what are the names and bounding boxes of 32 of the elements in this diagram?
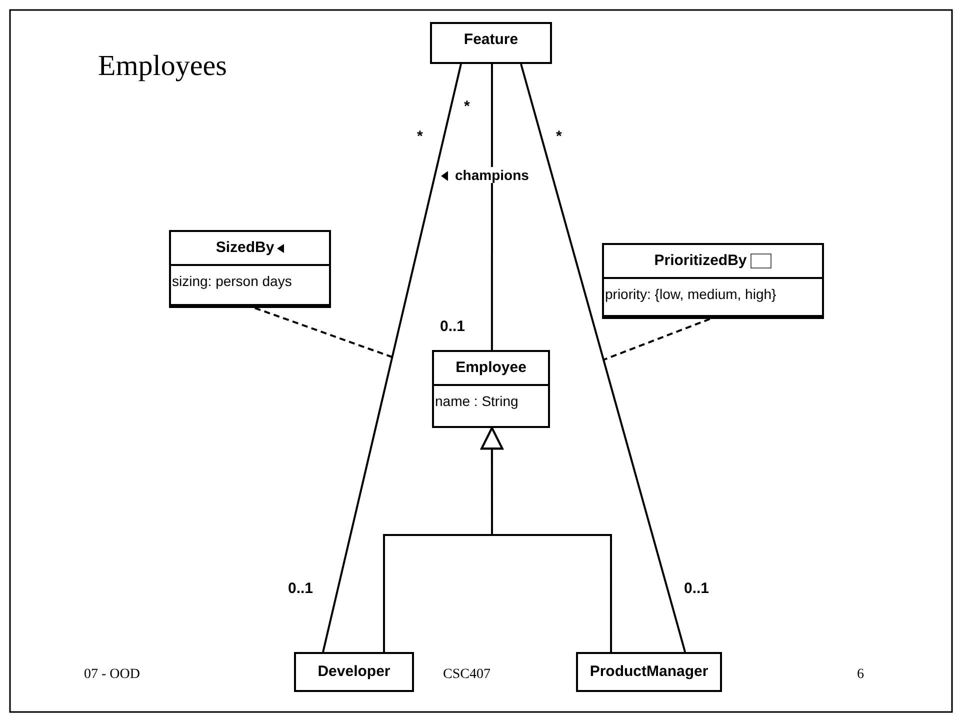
- attribute-text: sizing: person days: [171, 264, 329, 296]
- footer-text: CSC407: [443, 667, 490, 683]
- edge-label: champions: [455, 167, 529, 183]
- class-box: [169, 230, 331, 308]
- class-box: [294, 652, 414, 692]
- multiplicity-label: *: [556, 128, 562, 145]
- association-line: [480, 426, 612, 652]
- slide-title: Employees: [98, 50, 227, 83]
- class-name: ProductManager: [590, 662, 708, 682]
- footer-text: 6: [857, 667, 864, 683]
- class-name: Employee: [456, 358, 526, 378]
- class-box: [602, 243, 824, 319]
- class-name: PrioritizedBy: [654, 251, 747, 271]
- association-line: [322, 64, 462, 652]
- class-name: SizedBy: [216, 238, 274, 258]
- multiplicity-label: 0..1: [288, 580, 314, 597]
- footer-text: 07 - OOD: [84, 667, 140, 683]
- multiplicity-label: 0..1: [440, 318, 466, 335]
- association-class-link: [254, 307, 392, 358]
- association-line: [490, 64, 493, 350]
- attribute-text: priority: {low, medium, high}: [604, 277, 822, 309]
- class-name: Feature: [464, 30, 518, 50]
- association-class-link: [602, 318, 710, 361]
- attribute-text: name : String: [434, 384, 548, 416]
- class-name: Developer: [318, 662, 390, 682]
- association-line: [520, 64, 686, 652]
- multiplicity-label: *: [417, 128, 423, 145]
- multiplicity-label: *: [464, 98, 470, 115]
- class-box: [430, 22, 552, 64]
- multiplicity-label: 0..1: [684, 580, 710, 597]
- class-box: [432, 350, 550, 428]
- class-box: [576, 652, 722, 692]
